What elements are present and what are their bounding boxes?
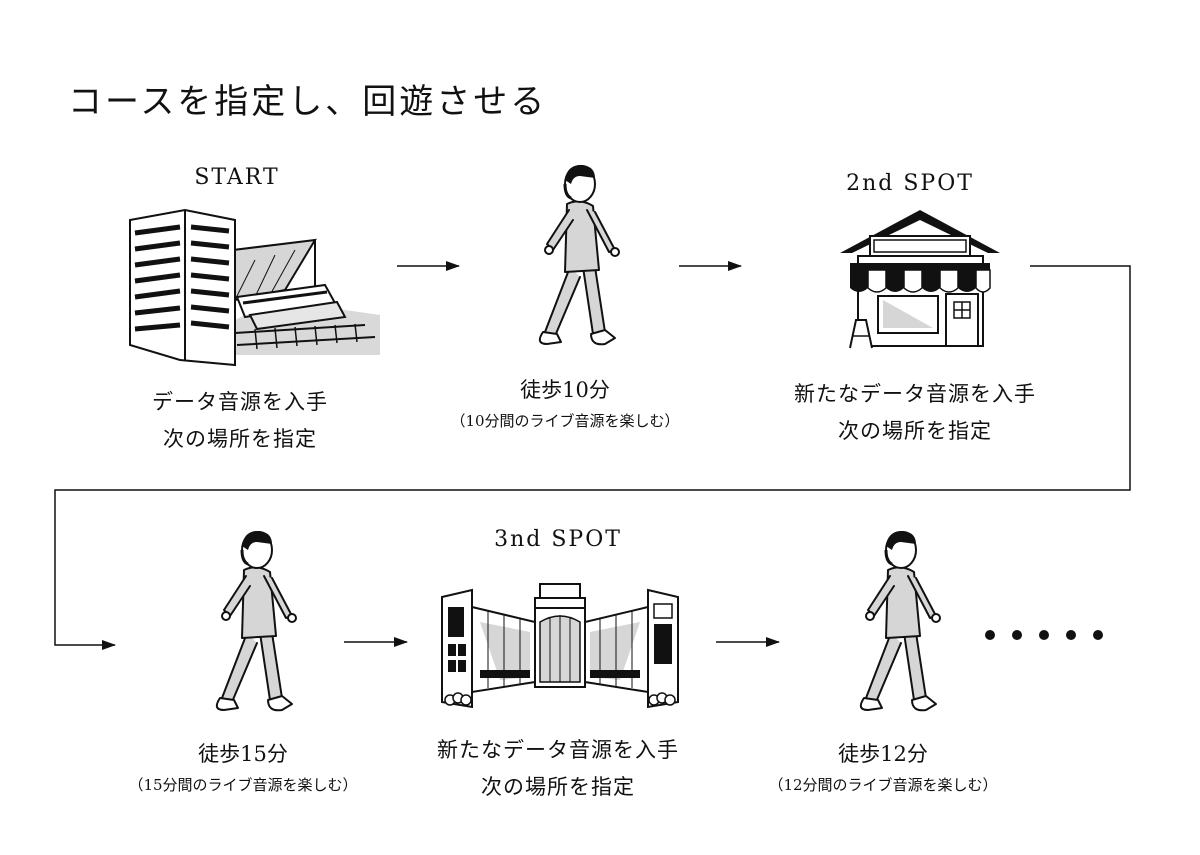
shopping-arcade-icon: [441, 583, 679, 709]
spot2-label: 2nd SPOT: [846, 171, 974, 196]
spot3-caption: 新たなデータ音源を入手 次の場所を指定: [413, 732, 703, 806]
spot2-caption: 新たなデータ音源を入手 次の場所を指定: [770, 376, 1060, 450]
walk2-duration: 徒歩15分: [198, 742, 288, 766]
start-caption-line1: データ音源を入手: [152, 390, 328, 414]
station-icon: [129, 208, 380, 367]
wrap-connector: [54, 265, 1131, 650]
walk1-duration: 徒歩10分: [520, 378, 610, 402]
walking-person-icon: [859, 530, 941, 712]
start-caption: データ音源を入手 次の場所を指定: [110, 384, 370, 458]
start-caption-line2: 次の場所を指定: [163, 427, 317, 451]
walk1-note: （10分間のライブ音源を楽しむ）: [450, 412, 680, 430]
spot2-caption-line1: 新たなデータ音源を入手: [794, 382, 1036, 406]
start-label: START: [194, 165, 280, 190]
walk2-note: （15分間のライブ音源を楽しむ）: [128, 776, 358, 794]
page-title: コースを指定し、回遊させる: [68, 82, 548, 122]
walk3-duration: 徒歩12分: [838, 742, 928, 766]
shop-icon: [840, 210, 1000, 349]
spot2-caption-line2: 次の場所を指定: [838, 419, 992, 443]
walking-person-icon: [215, 530, 297, 712]
spot3-caption-line2: 次の場所を指定: [481, 775, 635, 799]
ellipsis-dots: [985, 630, 1103, 640]
walking-person-icon: [538, 164, 620, 346]
walk3-note: （12分間のライブ音源を楽しむ）: [768, 776, 998, 794]
spot3-caption-line1: 新たなデータ音源を入手: [437, 738, 679, 762]
spot3-label: 3nd SPOT: [494, 527, 622, 552]
